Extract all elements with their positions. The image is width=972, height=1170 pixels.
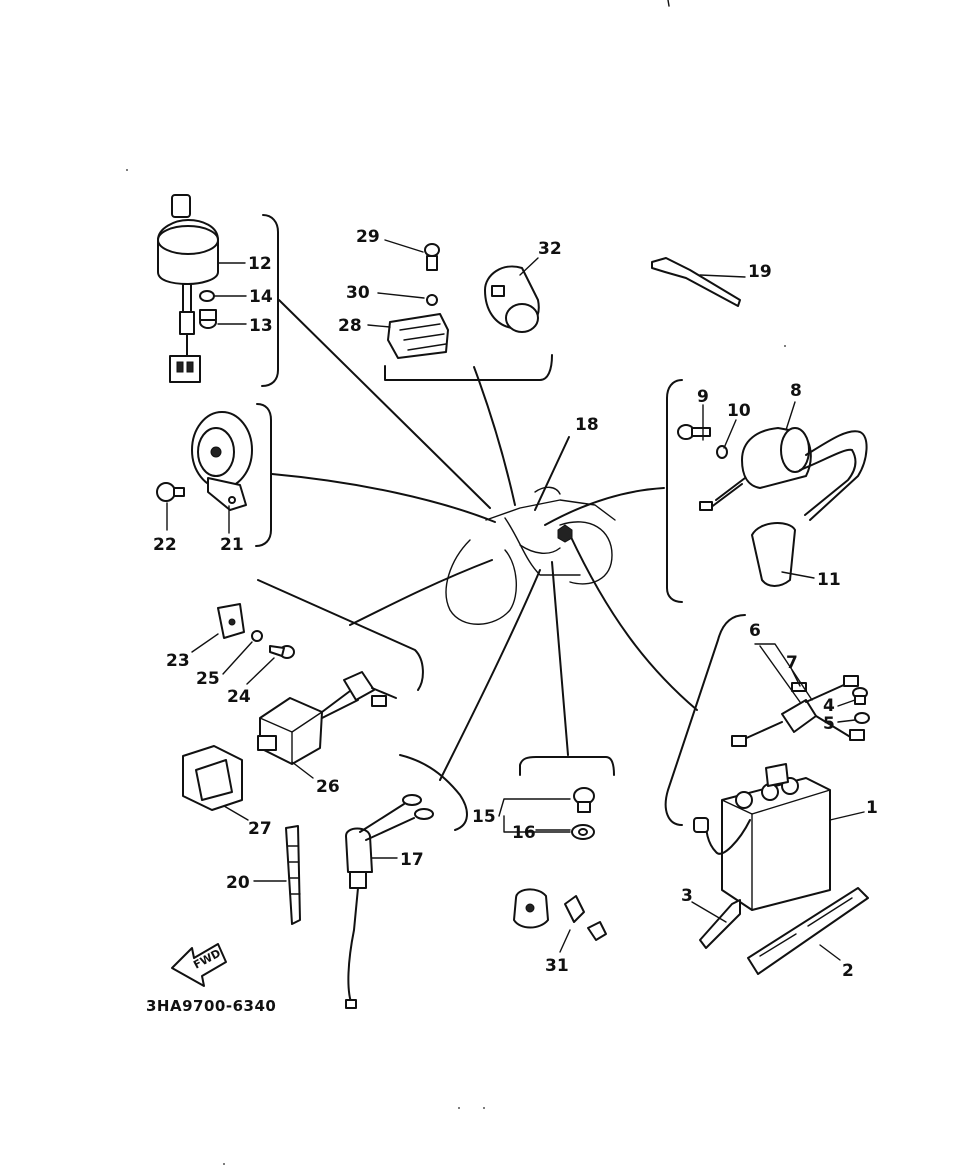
label-6: 6: [749, 621, 761, 641]
label-8: 8: [790, 381, 802, 401]
label-19: 19: [748, 262, 772, 282]
label-32: 32: [538, 239, 562, 259]
center-nut: [557, 524, 573, 543]
coil-washer: [716, 445, 728, 459]
label-14: 14: [249, 287, 273, 307]
label-20: 20: [226, 873, 250, 893]
drawing-code: 3HA9700-6340: [146, 997, 276, 1015]
scan-mark: [667, 0, 670, 7]
neutral-switch: [345, 794, 434, 1009]
cdi-cover: [182, 745, 243, 811]
battery-band: [747, 887, 869, 975]
cdi-unit: [257, 671, 397, 765]
label-26: 26: [316, 777, 340, 797]
label-31: 31: [545, 956, 569, 976]
label-25: 25: [196, 669, 220, 689]
clamp: [217, 603, 245, 639]
plug-cap: [751, 522, 796, 587]
forward-arrow: FWD: [171, 943, 227, 987]
label-23: 23: [166, 651, 190, 671]
clamp-bolt: [269, 645, 295, 659]
label-16: 16: [512, 823, 536, 843]
label-5: 5: [823, 714, 835, 734]
label-28: 28: [338, 316, 362, 336]
ignition-switch: [157, 194, 219, 383]
label-15: 15: [472, 807, 496, 827]
cable-band: [651, 257, 741, 307]
rectifier-regulator: [387, 313, 449, 359]
horn: [191, 411, 253, 511]
label-10: 10: [727, 401, 751, 421]
label-3: 3: [681, 886, 693, 906]
clamp-washer: [251, 630, 263, 642]
bolt: [573, 787, 595, 813]
label-12: 12: [248, 254, 272, 274]
label-7: 7: [786, 653, 798, 673]
label-24: 24: [227, 687, 251, 707]
scan-specks: [126, 169, 786, 1165]
label-30: 30: [346, 283, 370, 303]
washer: [199, 309, 217, 329]
part-labels: 12 14 13 29 30 28 32 19 18 9 10 8 11 22 …: [153, 227, 878, 981]
label-13: 13: [249, 316, 273, 336]
motorcycle-silhouette: [445, 486, 616, 625]
screw: [424, 243, 440, 271]
small-washer: [426, 294, 438, 306]
nut: [199, 290, 215, 302]
band: [285, 825, 301, 925]
label-9: 9: [697, 387, 709, 407]
coil-bolt: [677, 424, 711, 440]
breather-hose: [693, 817, 751, 949]
ignition-coil: [699, 427, 868, 521]
label-1: 1: [866, 798, 878, 818]
label-22: 22: [153, 535, 177, 555]
label-29: 29: [356, 227, 380, 247]
terminal-bolt: [852, 687, 868, 705]
group-brackets: [255, 214, 746, 831]
label-21: 21: [220, 535, 244, 555]
label-17: 17: [400, 850, 424, 870]
label-11: 11: [817, 570, 841, 590]
battery: [721, 763, 831, 911]
fuse-holder: [731, 675, 865, 747]
terminal-nut: [854, 712, 870, 724]
gasket: [571, 824, 595, 840]
leader-lines: [271, 299, 698, 781]
sensor-assembly: [513, 888, 607, 941]
label-4: 4: [823, 696, 835, 716]
label-2: 2: [842, 961, 854, 981]
label-18: 18: [575, 415, 599, 435]
relay: [484, 265, 540, 333]
callout-lines: [166, 239, 865, 961]
horn-bolt: [156, 482, 185, 502]
label-27: 27: [248, 819, 272, 839]
